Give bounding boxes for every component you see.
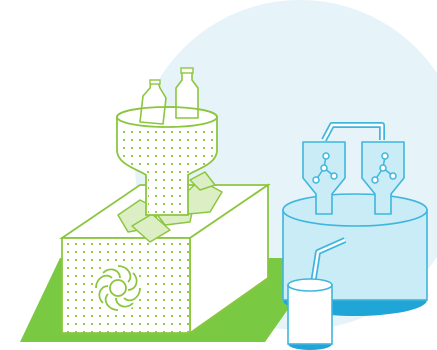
tank-top xyxy=(283,194,427,226)
collection-container xyxy=(288,279,332,350)
shredder-blade-icon xyxy=(94,264,142,312)
